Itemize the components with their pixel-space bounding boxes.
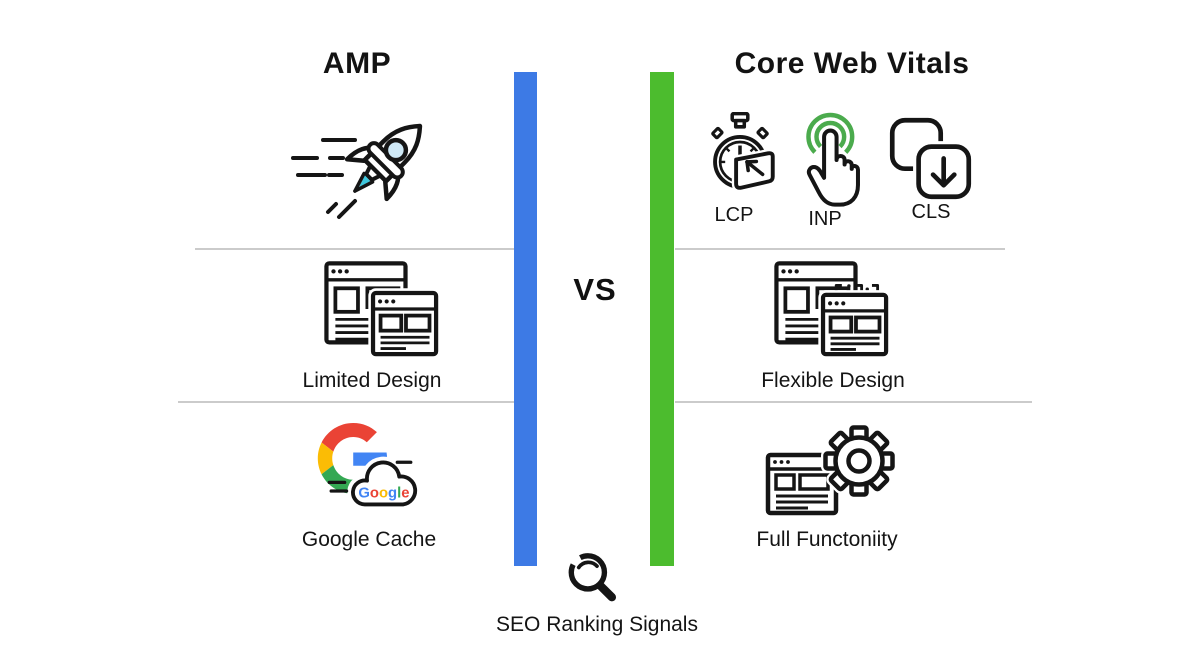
flexible-design-label: Flexible Design [761, 369, 905, 392]
lcp-label: LCP [714, 204, 754, 226]
divider-row1-right [675, 248, 1005, 250]
gear-shape [821, 424, 895, 499]
core-web-vitals-title: Core Web Vitals [734, 47, 970, 80]
browser-windows-icon [324, 261, 439, 357]
seo-ranking-signals-label: SEO Ranking Signals [496, 613, 698, 636]
limited-design-label: Limited Design [302, 369, 442, 392]
inp-label: INP [808, 208, 842, 230]
vs-label: VS [573, 272, 617, 307]
cls-label: CLS [911, 201, 951, 223]
green-bar [650, 72, 674, 566]
stopwatch-arrow-icon [711, 112, 778, 193]
responsive-windows-icon [774, 261, 889, 357]
layout-shift-icon [889, 117, 973, 201]
magnifier-icon [568, 553, 617, 602]
divider-row1-left [195, 248, 514, 250]
google-cache-label: Google Cache [301, 528, 437, 551]
amp-title: AMP [322, 47, 392, 80]
rocket-icon [291, 123, 423, 219]
blue-bar [514, 72, 537, 566]
cloud-google-wordmark: Google [358, 486, 409, 502]
divider-row2-right [675, 401, 1032, 403]
window-gear-icon [765, 424, 895, 516]
full-functionality-label: Full Functoniity [756, 528, 898, 551]
divider-row2-left [178, 401, 514, 403]
google-cloud-icon: Google [317, 422, 421, 511]
tap-hand-icon [806, 112, 860, 207]
cloud-shape: Google [347, 456, 421, 511]
